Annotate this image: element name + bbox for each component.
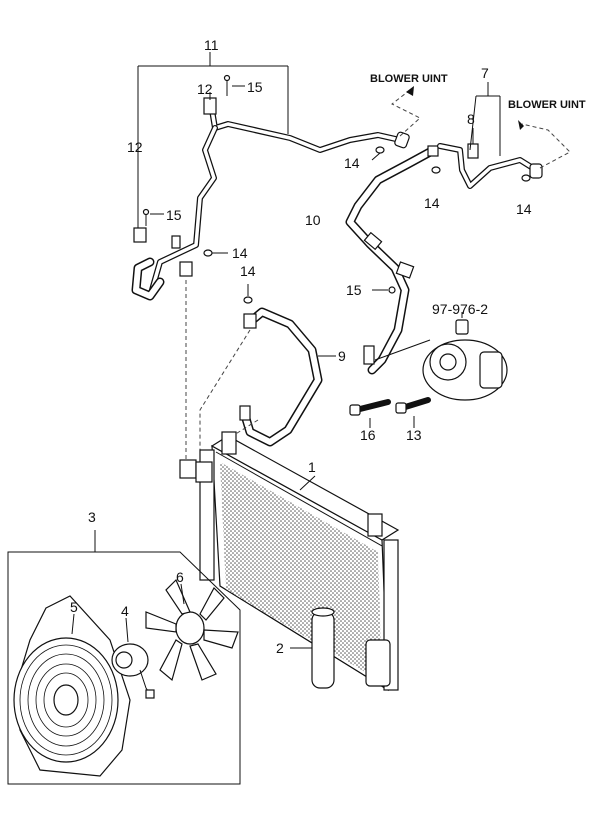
- receiver-drier-2: [290, 607, 335, 689]
- callout-15: 15: [346, 282, 362, 298]
- callout-1: 1: [308, 459, 316, 475]
- callout-14: 14: [232, 245, 248, 261]
- callout-labels: 11 12 15 12 15 14 14 14 14 14 10 15 9 97…: [70, 37, 586, 656]
- callout-8: 8: [467, 111, 475, 127]
- fan-assembly-box-3: [7, 530, 241, 785]
- callout-6: 6: [176, 569, 184, 585]
- callout-5: 5: [70, 599, 78, 615]
- clamp-bracket: [203, 97, 217, 115]
- fasteners-top: [142, 74, 245, 257]
- condenser-1: [179, 431, 400, 692]
- fan-motor-4: [111, 617, 155, 699]
- callout-10: 10: [305, 212, 321, 228]
- pipe-7: [431, 82, 543, 189]
- callout-14: 14: [424, 195, 440, 211]
- callout-14: 14: [516, 201, 532, 217]
- compressor: [374, 312, 508, 401]
- callout-11: 11: [204, 37, 219, 53]
- pipe-assembly-11: [131, 97, 410, 301]
- callout-12: 12: [197, 81, 213, 97]
- blower-unit-note-left: BLOWER UINT: [370, 73, 448, 85]
- callout-2: 2: [276, 640, 284, 656]
- callout-11-bracket: [137, 52, 289, 228]
- callout-12: 12: [127, 139, 143, 155]
- callout-ref: 97-976-2: [432, 301, 488, 317]
- callout-7: 7: [481, 65, 489, 81]
- callout-15: 15: [247, 79, 263, 95]
- compressor-bolts: [349, 397, 431, 428]
- clamp-bracket: [179, 261, 193, 277]
- callout-3: 3: [88, 509, 96, 525]
- callout-4: 4: [121, 603, 129, 619]
- cooling-fan-6: [145, 578, 239, 682]
- fan-shroud-5: [13, 595, 131, 777]
- callout-14: 14: [240, 263, 256, 279]
- callout-14: 14: [344, 155, 360, 171]
- callout-16: 16: [360, 427, 376, 443]
- clamp-bracket: [133, 227, 147, 243]
- blower-unit-note-right: BLOWER UINT: [508, 99, 586, 111]
- callout-9: 9: [338, 348, 346, 364]
- clip-8: [467, 143, 479, 159]
- discharge-hose-10: [345, 145, 439, 375]
- callout-13: 13: [406, 427, 422, 443]
- blower-unit-arrows: [391, 86, 571, 169]
- suction-hose-9: [239, 284, 336, 447]
- callout-15: 15: [166, 207, 182, 223]
